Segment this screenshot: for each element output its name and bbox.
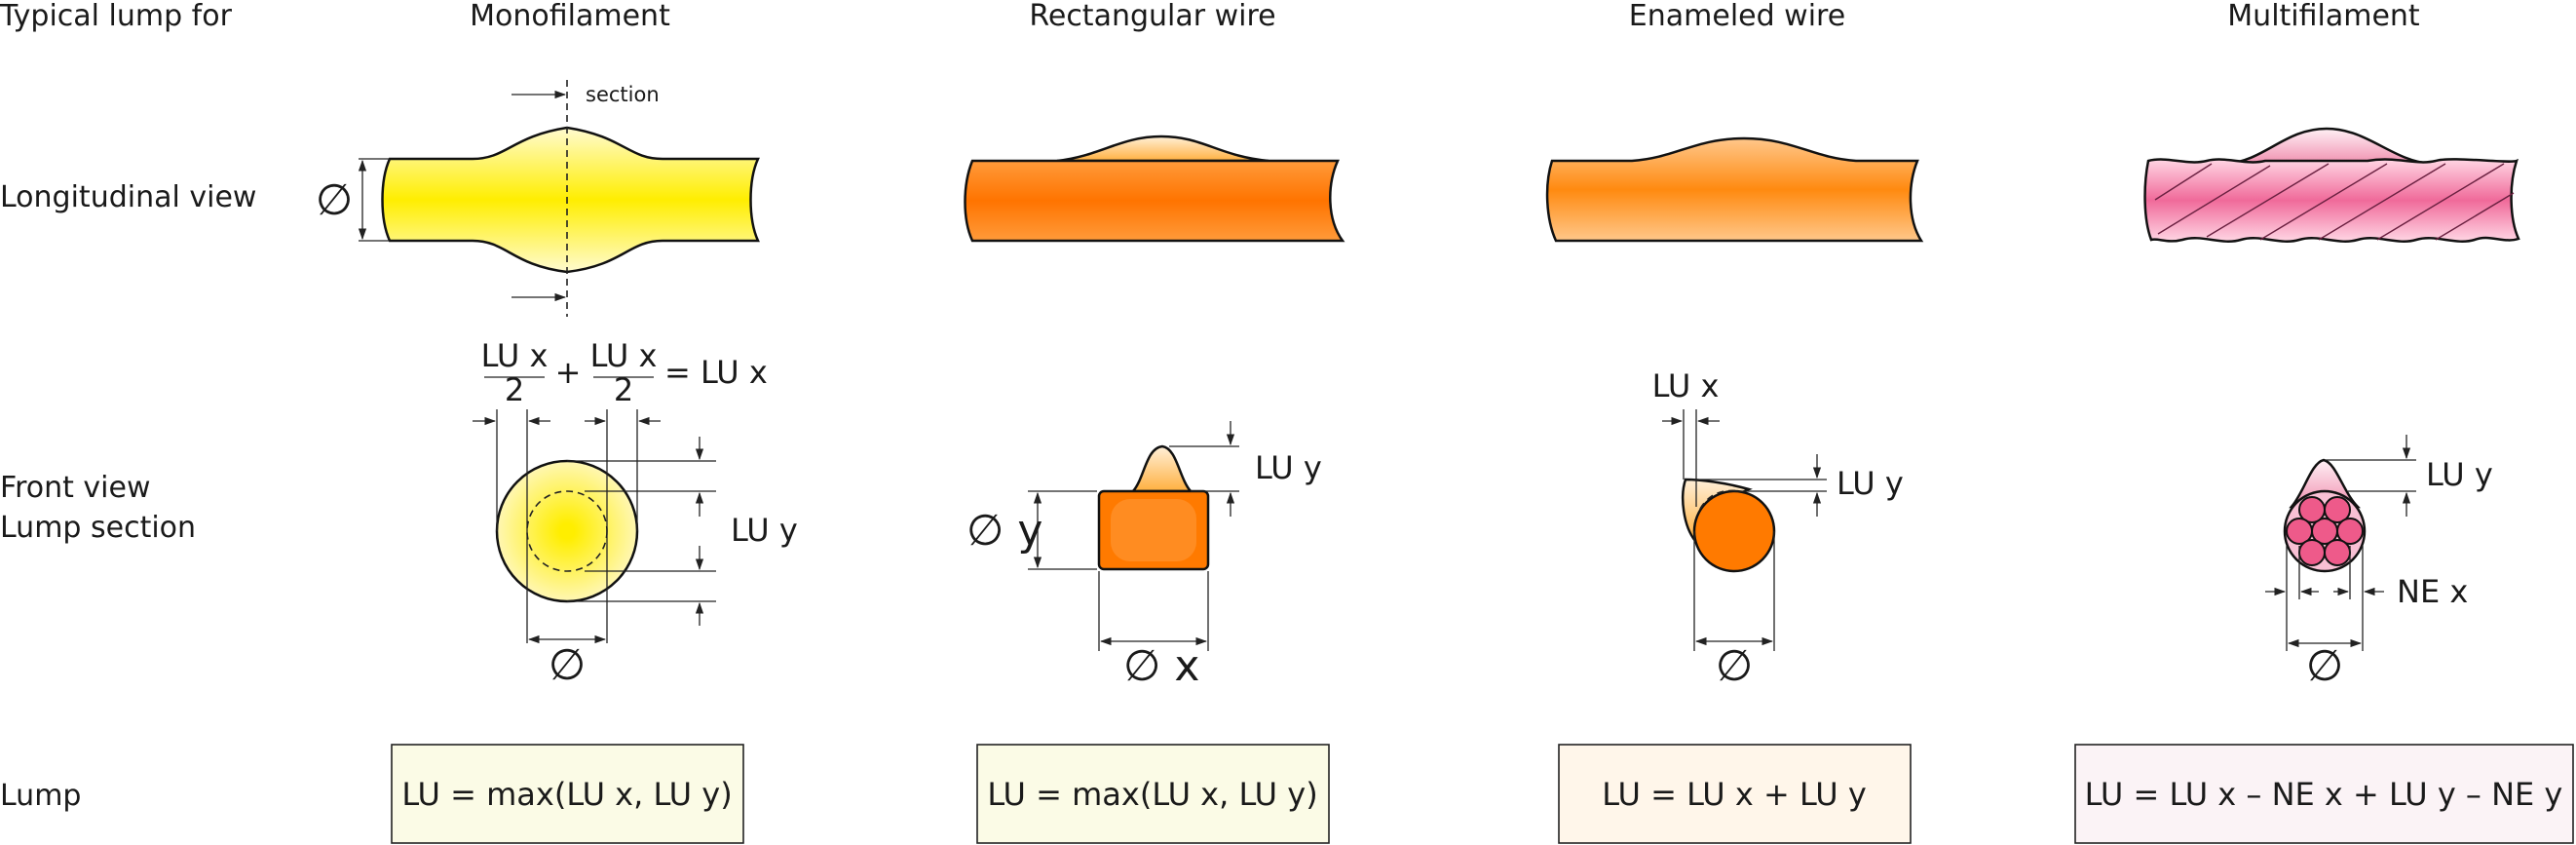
half-lux-denominator-2: 2	[614, 371, 633, 408]
enameled-wire-front-view: LU x LU y ∅	[1652, 367, 1904, 691]
row-label-front-view: Front view	[0, 471, 151, 505]
row-label-lump-section: Lump section	[0, 511, 196, 545]
equals-lux: = LU x	[664, 354, 768, 391]
half-lux-denominator-1: 2	[505, 371, 524, 408]
header-row-label: Typical lump for	[0, 0, 233, 33]
half-lux-numerator-1: LU x	[481, 337, 549, 374]
half-lux-numerator-2: LU x	[590, 337, 658, 374]
formula-box-multifilament: LU = LU x – NE x + LU y – NE y	[2074, 744, 2574, 844]
rectangular-wire-front-view: LU y ∅ y ∅ x	[966, 421, 1322, 691]
column-header-monofilament: Monofilament	[470, 0, 670, 33]
multifilament-longitudinal	[2143, 127, 2520, 243]
lu-x-label-enameled: LU x	[1652, 367, 1720, 404]
diameter-y-label: ∅ y	[966, 506, 1042, 556]
multifilament-front-view: LU y NE x ∅	[2265, 435, 2493, 691]
filament-bundle	[2286, 496, 2364, 566]
formula-box-enameled-wire: LU = LU x + LU y	[1558, 744, 1912, 844]
plus-sign: +	[555, 354, 582, 391]
section-label: section	[586, 83, 660, 106]
lu-y-label-multifilament: LU y	[2426, 456, 2493, 493]
rectangular-wire-longitudinal	[964, 134, 1345, 243]
row-label-lump: Lump	[0, 779, 81, 813]
column-header-multifilament: Multifilament	[2227, 0, 2420, 33]
lu-y-label-rectangular: LU y	[1255, 449, 1322, 486]
ne-x-label: NE x	[2397, 573, 2468, 610]
diameter-x-label: ∅ x	[1123, 641, 1199, 691]
monofilament-front-view: LU x 2 + LU x 2 = LU x	[473, 337, 798, 690]
lu-y-label-enameled: LU y	[1837, 465, 1904, 502]
column-header-enameled-wire: Enameled wire	[1629, 0, 1845, 33]
diameter-symbol: ∅	[316, 175, 353, 225]
monofilament-longitudinal: section ∅	[316, 80, 760, 317]
formula-monofilament: LU = max(LU x, LU y)	[401, 776, 732, 813]
column-header-rectangular-wire: Rectangular wire	[1029, 0, 1275, 33]
formula-box-monofilament: LU = max(LU x, LU y)	[391, 744, 744, 844]
diameter-symbol-multifilament: ∅	[2306, 641, 2343, 691]
formula-multifilament: LU = LU x – NE x + LU y – NE y	[2085, 776, 2563, 813]
diameter-symbol-enameled: ∅	[1716, 641, 1753, 691]
row-label-longitudinal-view: Longitudinal view	[0, 180, 256, 214]
enameled-wire-longitudinal	[1545, 136, 1924, 243]
formula-rectangular-wire: LU = max(LU x, LU y)	[987, 776, 1317, 813]
lu-y-label-monofilament: LU y	[731, 512, 798, 549]
formula-enameled-wire: LU = LU x + LU y	[1602, 776, 1867, 813]
formula-box-rectangular-wire: LU = max(LU x, LU y)	[976, 744, 1330, 844]
diameter-symbol-monofilament: ∅	[549, 640, 586, 690]
